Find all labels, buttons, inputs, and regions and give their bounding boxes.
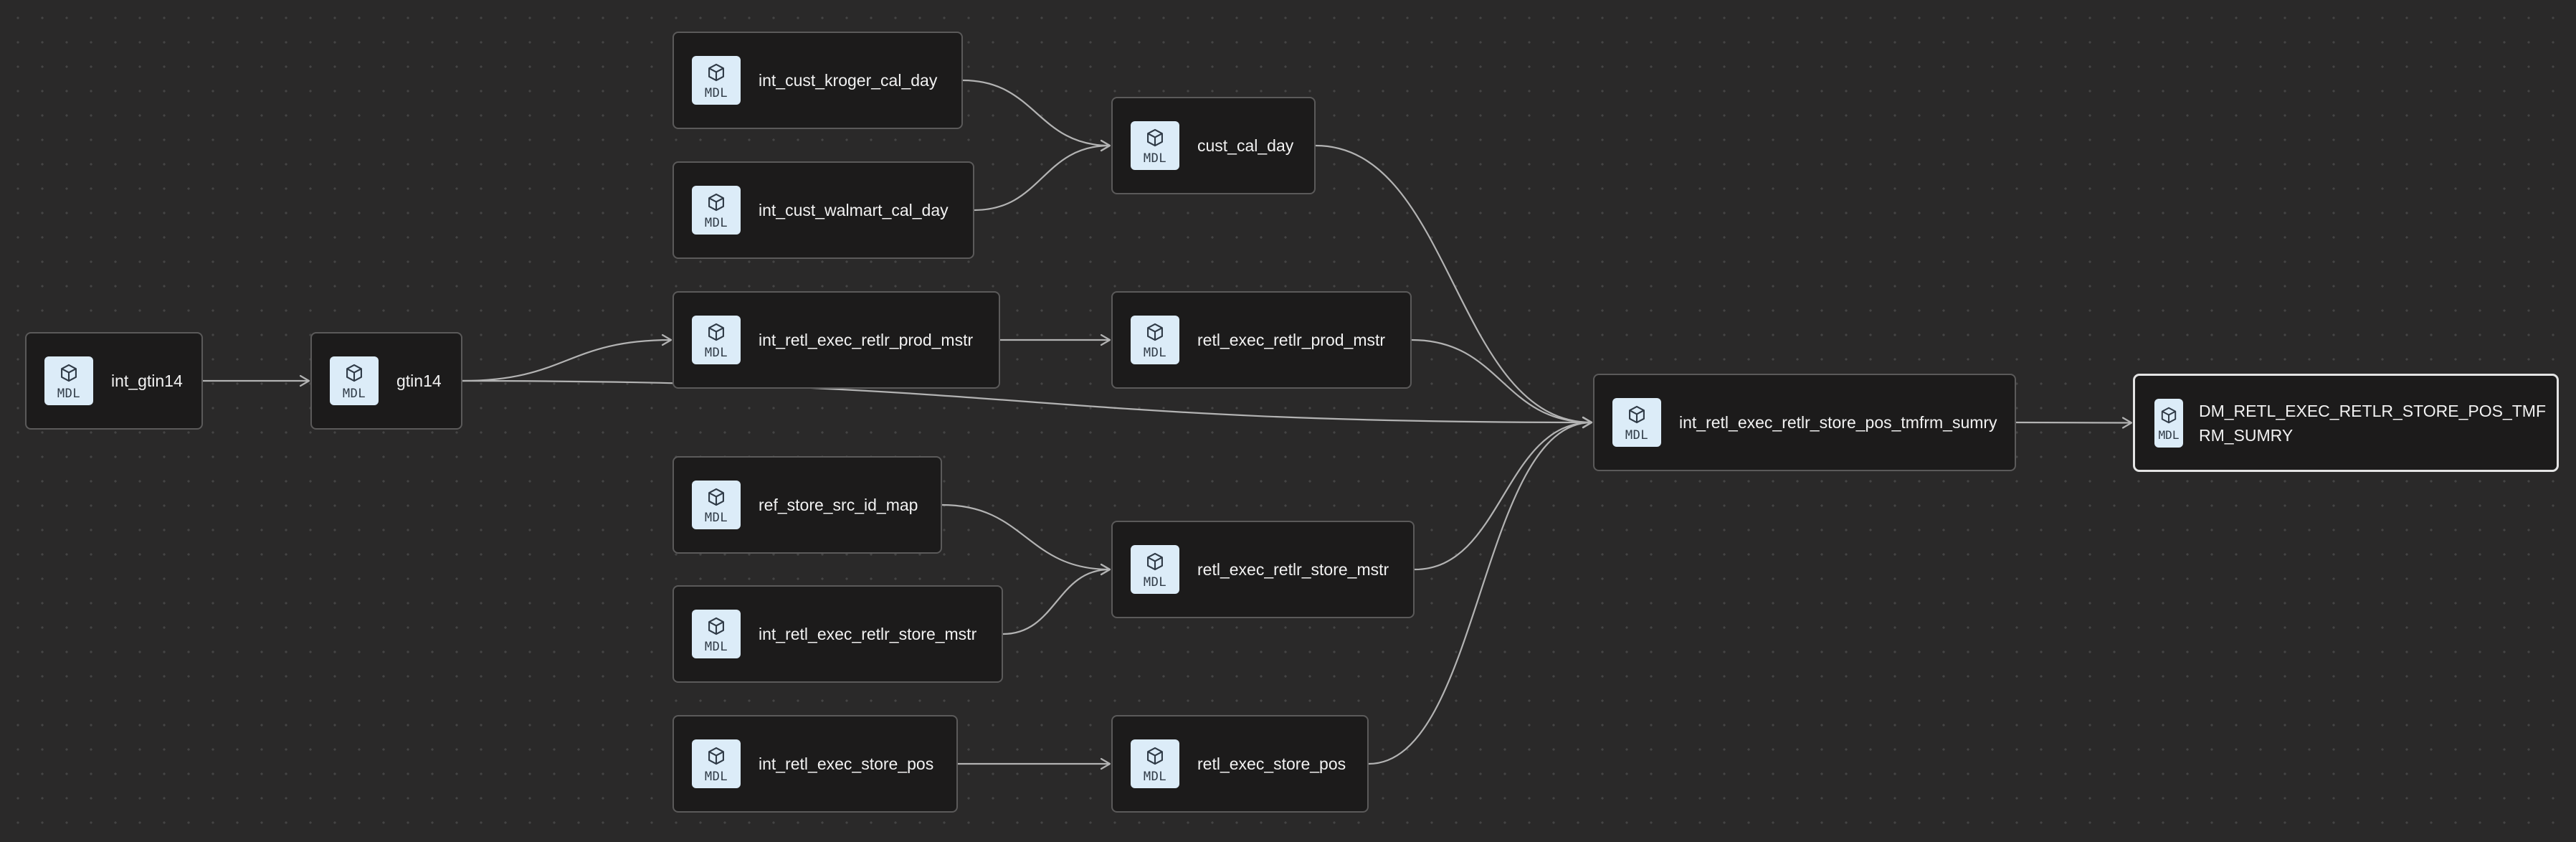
edge-int-cust-kroger-cal-day-to-cust-cal-day (962, 79, 1111, 152)
cube-icon (346, 364, 362, 382)
cube-icon (1147, 128, 1163, 146)
model-badge: MDL (2154, 398, 2183, 448)
cube-icon (1147, 747, 1163, 765)
model-node-int-gtin14[interactable]: MDL int_gtin14 (25, 332, 203, 430)
model-node-int-retl-exec-retlr-prod-mstr[interactable]: MDL int_retl_exec_retlr_prod_mstr (672, 291, 1000, 389)
arrowhead-icon (1100, 334, 1111, 346)
node-label: int_retl_exec_retlr_store_mstr (759, 625, 977, 643)
model-badge: MDL (330, 356, 379, 405)
model-badge: MDL (692, 610, 741, 658)
cube-icon (708, 323, 724, 341)
model-badge-label: MDL (704, 639, 728, 654)
cube-icon (708, 617, 724, 635)
model-badge-label: MDL (1143, 345, 1167, 360)
node-label: DM_RETL_EXEC_RETLR_STORE_POS_TMFRM_SUMRY (2199, 401, 2546, 445)
edge-ref-store-src-id-map-to-retl-exec-retlr-store-mstr (941, 503, 1111, 576)
model-badge: MDL (692, 316, 741, 364)
model-node-cust-cal-day[interactable]: MDL cust_cal_day (1111, 97, 1316, 194)
edge-retl-exec-store-pos-to-int-retl-exec-retlr-store-pos-tmfrm-sumry (1368, 416, 1593, 765)
model-badge-label: MDL (704, 510, 728, 525)
model-badge: MDL (1131, 121, 1179, 170)
model-badge-label: MDL (1625, 427, 1649, 443)
model-badge: MDL (692, 56, 741, 105)
model-badge: MDL (44, 356, 93, 405)
model-node-retl-exec-retlr-prod-mstr[interactable]: MDL retl_exec_retlr_prod_mstr (1111, 291, 1412, 389)
arrowhead-icon (1100, 757, 1111, 770)
model-badge: MDL (692, 481, 741, 529)
model-badge-label: MDL (1143, 769, 1167, 784)
arrowhead-icon (1100, 139, 1111, 152)
cube-icon (1147, 323, 1163, 341)
cube-icon (708, 747, 724, 765)
node-label: int_cust_kroger_cal_day (759, 71, 938, 90)
edge-retl-exec-retlr-store-mstr-to-int-retl-exec-retlr-store-pos-tmfrm-sumry (1414, 416, 1593, 571)
arrowhead-icon (299, 374, 310, 387)
cube-icon (708, 488, 724, 506)
model-node-ref-store-src-id-map[interactable]: MDL ref_store_src_id_map (672, 456, 942, 554)
edge-int-retl-exec-store-pos-to-retl-exec-store-pos (958, 757, 1111, 770)
edge-int-retl-exec-retlr-prod-mstr-to-retl-exec-retlr-prod-mstr (1000, 334, 1111, 346)
model-badge-label: MDL (2158, 427, 2180, 442)
edge-retl-exec-retlr-prod-mstr-to-int-retl-exec-retlr-store-pos-tmfrm-sumry (1411, 339, 1593, 429)
edge-int-retl-exec-retlr-store-mstr-to-retl-exec-retlr-store-mstr (1002, 563, 1111, 635)
cube-icon (1629, 405, 1645, 423)
model-node-int-retl-exec-retlr-store-pos-tmfrm-sumry[interactable]: MDL int_retl_exec_retlr_store_pos_tmfrm_s… (1593, 374, 2016, 471)
model-node-int-cust-kroger-cal-day[interactable]: MDL int_cust_kroger_cal_day (672, 32, 963, 129)
node-label: int_retl_exec_retlr_store_pos_tmfrm_sumr… (1679, 413, 1997, 432)
model-badge-label: MDL (704, 345, 728, 360)
model-node-dm-retl-exec-retlr-store-pos-tmfrm-sumry[interactable]: MDL DM_RETL_EXEC_RETLR_STORE_POS_TMFRM_SU… (2133, 374, 2559, 472)
edge-int-retl-exec-retlr-store-pos-tmfrm-sumry-to-dm-retl-exec-retlr-store-pos-tmfrm-sumry (2015, 417, 2133, 429)
edge-gtin14-to-int-retl-exec-retlr-prod-mstr (462, 334, 672, 382)
model-node-retl-exec-store-pos[interactable]: MDL retl_exec_store_pos (1111, 715, 1369, 813)
model-badge: MDL (692, 186, 741, 235)
model-badge-label: MDL (704, 85, 728, 100)
node-label: cust_cal_day (1197, 136, 1294, 155)
model-badge: MDL (692, 739, 741, 788)
model-badge: MDL (1612, 398, 1661, 447)
model-badge-label: MDL (1143, 151, 1167, 166)
model-badge: MDL (1131, 739, 1179, 788)
node-label: retl_exec_store_pos (1197, 755, 1346, 773)
edge-int-gtin14-to-gtin14 (203, 374, 310, 387)
node-label: retl_exec_retlr_store_mstr (1197, 560, 1389, 579)
cube-icon (708, 193, 724, 211)
node-label: ref_store_src_id_map (759, 496, 918, 514)
arrowhead-icon (1100, 563, 1111, 576)
node-label: int_retl_exec_store_pos (759, 755, 934, 773)
edge-gtin14-to-int-retl-exec-retlr-store-pos-tmfrm-sumry (462, 379, 1593, 429)
model-badge-label: MDL (704, 215, 728, 230)
cube-icon (61, 364, 77, 382)
model-badge-label: MDL (57, 386, 81, 401)
node-label: int_cust_walmart_cal_day (759, 201, 949, 219)
node-label: gtin14 (396, 372, 442, 390)
model-badge: MDL (1131, 545, 1179, 594)
arrowhead-icon (1582, 416, 1593, 429)
model-node-retl-exec-retlr-store-mstr[interactable]: MDL retl_exec_retlr_store_mstr (1111, 521, 1415, 618)
edge-int-cust-walmart-cal-day-to-cust-cal-day (974, 139, 1111, 212)
model-node-int-cust-walmart-cal-day[interactable]: MDL int_cust_walmart_cal_day (672, 161, 974, 259)
model-badge-label: MDL (1143, 574, 1167, 590)
node-label: int_gtin14 (111, 372, 183, 390)
node-label: retl_exec_retlr_prod_mstr (1197, 331, 1386, 349)
cube-icon (1147, 552, 1163, 570)
cube-icon (2161, 407, 2177, 423)
arrowhead-icon (2121, 417, 2133, 429)
model-badge: MDL (1131, 316, 1179, 364)
cube-icon (708, 63, 724, 81)
model-node-int-retl-exec-retlr-store-mstr[interactable]: MDL int_retl_exec_retlr_store_mstr (672, 585, 1003, 683)
model-node-int-retl-exec-store-pos[interactable]: MDL int_retl_exec_store_pos (672, 715, 958, 813)
node-label: int_retl_exec_retlr_prod_mstr (759, 331, 974, 349)
arrowhead-icon (661, 334, 672, 346)
model-badge-label: MDL (704, 769, 728, 784)
model-node-gtin14[interactable]: MDL gtin14 (310, 332, 462, 430)
model-badge-label: MDL (342, 386, 366, 401)
